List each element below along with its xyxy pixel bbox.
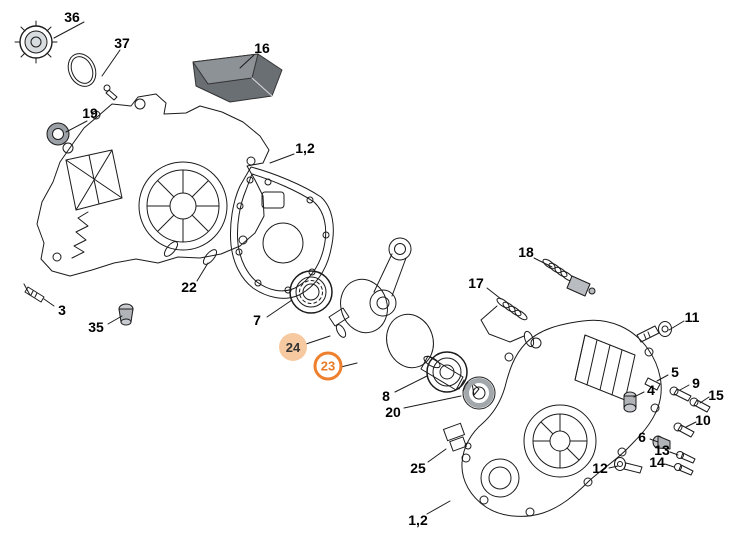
part-label-7[interactable]: 7 bbox=[253, 312, 261, 328]
part-label-5[interactable]: 5 bbox=[671, 364, 679, 380]
part-label-12[interactable]: 12 bbox=[592, 460, 608, 476]
worm-gear-17-drawing bbox=[480, 297, 542, 349]
part-label-4[interactable]: 4 bbox=[647, 382, 655, 398]
spring-plug-18-drawing bbox=[542, 258, 596, 297]
part-label-9[interactable]: 9 bbox=[692, 375, 700, 391]
crankshaft-23-drawing bbox=[328, 237, 480, 396]
oil-seal-19-drawing bbox=[46, 122, 70, 146]
part-label-23[interactable]: 23 bbox=[313, 351, 343, 381]
part-label-37[interactable]: 37 bbox=[114, 35, 130, 51]
part-label-19[interactable]: 19 bbox=[82, 105, 98, 121]
grommet-4-drawing bbox=[623, 391, 637, 413]
part-label-14[interactable]: 14 bbox=[649, 454, 665, 470]
screw-13-drawing bbox=[676, 451, 696, 464]
part-label-25[interactable]: 25 bbox=[410, 460, 426, 476]
part-label-35[interactable]: 35 bbox=[88, 319, 104, 335]
screw-3-drawing bbox=[23, 283, 45, 303]
part-label-8[interactable]: 8 bbox=[382, 388, 390, 404]
ball-bearing-7-drawing bbox=[289, 270, 333, 314]
ball-bearing-8-drawing bbox=[426, 351, 468, 393]
part-label-22[interactable]: 22 bbox=[181, 279, 197, 295]
screw-9-drawing bbox=[669, 386, 692, 402]
o-ring-37-drawing bbox=[67, 53, 118, 101]
leader-lines bbox=[43, 21, 710, 515]
part-label-18[interactable]: 18 bbox=[518, 244, 534, 260]
part-label-24[interactable]: 24 bbox=[279, 333, 307, 361]
pin-5-drawing bbox=[644, 377, 661, 391]
clutch-assembly-36-drawing bbox=[14, 20, 58, 64]
part-label-6[interactable]: 6 bbox=[638, 429, 646, 445]
oil-seal-20-drawing bbox=[462, 376, 496, 410]
part-label-17[interactable]: 17 bbox=[468, 275, 484, 291]
part-label-1-2[interactable]: 1,2 bbox=[408, 512, 428, 528]
baffle-plate-16-drawing bbox=[192, 53, 283, 103]
part-label-13[interactable]: 13 bbox=[654, 442, 670, 458]
part-label-11[interactable]: 11 bbox=[684, 309, 700, 325]
screw-15-drawing bbox=[689, 397, 711, 413]
part-label-10[interactable]: 10 bbox=[695, 412, 711, 428]
part-label-15[interactable]: 15 bbox=[708, 387, 724, 403]
part-label-36[interactable]: 36 bbox=[64, 9, 80, 25]
crankcase-left-half-drawing bbox=[36, 93, 270, 277]
screw-10-drawing bbox=[673, 422, 695, 438]
part-label-3[interactable]: 3 bbox=[58, 302, 66, 318]
part-label-20[interactable]: 20 bbox=[385, 404, 401, 420]
chain-tensioner-25-drawing bbox=[442, 422, 472, 452]
part-label-16[interactable]: 16 bbox=[254, 40, 270, 56]
part-label-1-2[interactable]: 1,2 bbox=[295, 140, 315, 156]
screw-12-drawing bbox=[614, 457, 643, 474]
dowel-pin-22-drawing bbox=[202, 249, 218, 265]
plug-35-drawing bbox=[118, 303, 134, 326]
gasket-drawing bbox=[230, 166, 334, 299]
